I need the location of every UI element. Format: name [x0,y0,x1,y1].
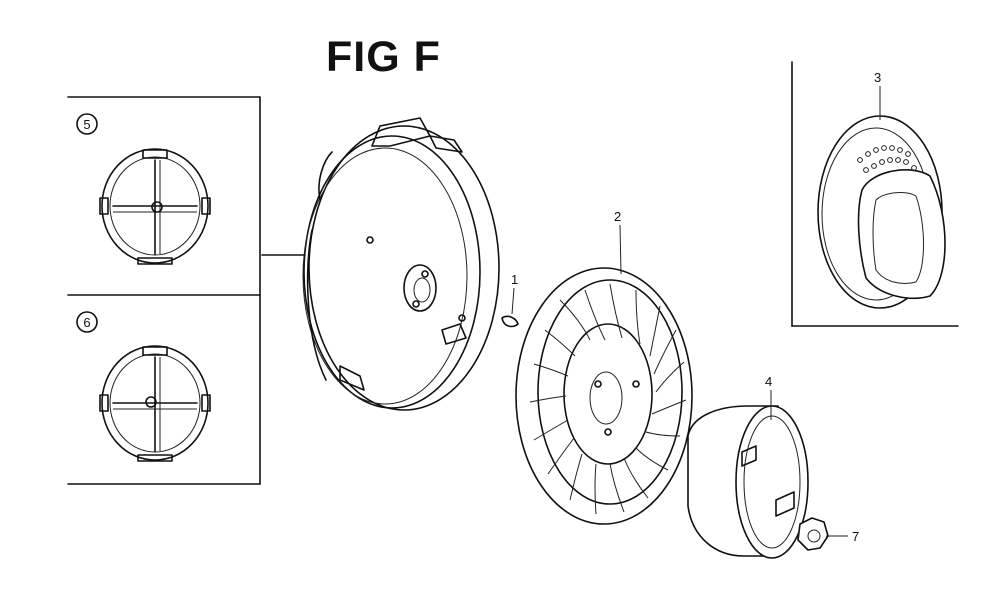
callout-3[interactable]: 3 [874,70,881,120]
part-5-starter-cup[interactable] [99,148,211,265]
variant-inset-frame [67,96,306,485]
part-6-starter-cup[interactable] [99,345,211,462]
callout-4[interactable]: 4 [765,374,772,420]
callout-5-label: 5 [83,117,90,132]
callout-7[interactable]: 7 [826,529,859,544]
part-4-pulley-cup[interactable] [687,405,809,559]
callout-5[interactable]: 5 [76,113,98,135]
callout-6-label: 6 [83,315,90,330]
figure-title: FIG F [326,33,441,81]
flywheel-plate[interactable] [302,117,500,411]
part-3-inset-frame [791,61,959,327]
callout-6[interactable]: 6 [76,311,98,333]
part-2-flywheel-fan[interactable] [515,267,693,525]
part-3-drum-assembly[interactable] [817,115,946,309]
part-1-key[interactable] [501,315,519,328]
fan-blades [529,283,687,515]
callout-4-label: 4 [765,374,772,389]
drum-holes [857,145,917,173]
callout-1[interactable]: 1 [511,272,518,315]
callout-3-label: 3 [874,70,881,85]
callout-7-label: 7 [852,529,859,544]
callout-2[interactable]: 2 [614,209,622,275]
part-7-nut[interactable] [797,517,829,551]
callout-1-label: 1 [511,272,518,287]
callout-2-label: 2 [614,209,621,224]
